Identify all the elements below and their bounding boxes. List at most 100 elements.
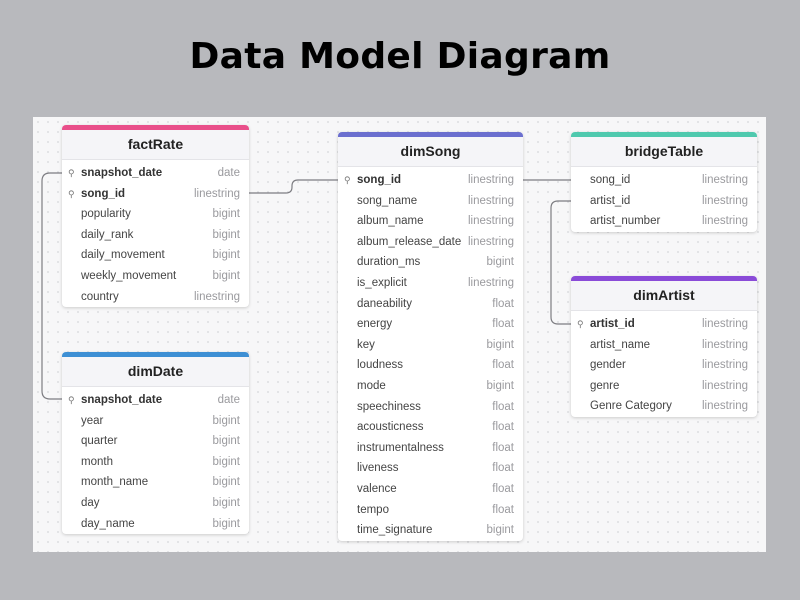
column-row[interactable]: ⚲ snapshot_date date xyxy=(62,163,249,184)
column-row[interactable]: popularity bigint xyxy=(62,204,249,225)
column-name: energy xyxy=(357,318,393,331)
column-row[interactable]: duration_ms bigint xyxy=(338,252,523,273)
table-accent-bar xyxy=(62,352,249,357)
column-type: bigint xyxy=(212,249,241,262)
column-name: acousticness xyxy=(357,421,424,434)
column-name: album_release_date xyxy=(357,235,462,248)
column-name: song_id xyxy=(590,174,631,186)
column-type: bigint xyxy=(212,496,241,509)
column-name: duration_ms xyxy=(357,256,421,269)
column-type: linestring xyxy=(467,215,514,228)
column-name: daily_movement xyxy=(81,249,165,262)
table-header[interactable]: dimDate xyxy=(62,357,249,387)
column-row[interactable]: album_release_date linestring xyxy=(338,232,523,253)
column-type: linestring xyxy=(467,235,514,248)
column-type: linestring xyxy=(701,379,748,392)
column-name: popularity xyxy=(81,208,131,221)
column-type: date xyxy=(217,167,240,179)
column-type: bigint xyxy=(486,524,515,537)
column-row[interactable]: daily_movement bigint xyxy=(62,245,249,266)
column-name: country xyxy=(81,290,119,303)
table-accent-bar xyxy=(62,125,249,130)
column-type: bigint xyxy=(212,435,241,448)
column-type: float xyxy=(492,503,514,516)
column-type: bigint xyxy=(486,256,515,269)
table-accent-bar xyxy=(571,132,757,137)
column-name: day xyxy=(81,496,100,509)
column-type: linestring xyxy=(701,318,748,330)
table-accent-bar xyxy=(571,276,757,281)
column-row[interactable]: acousticness float xyxy=(338,417,523,438)
column-type: float xyxy=(492,482,514,495)
table-header[interactable]: factRate xyxy=(62,130,249,160)
table-header[interactable]: bridgeTable xyxy=(571,137,757,167)
column-name: snapshot_date xyxy=(81,167,163,179)
column-type: float xyxy=(492,359,514,372)
column-type: float xyxy=(492,421,514,434)
column-name: daily_rank xyxy=(81,228,134,241)
table-header[interactable]: dimArtist xyxy=(571,281,757,311)
column-type: float xyxy=(492,318,514,331)
column-name: snapshot_date xyxy=(81,394,163,406)
key-icon: ⚲ xyxy=(68,168,75,178)
column-name: instrumentalness xyxy=(357,441,444,454)
column-type: bigint xyxy=(212,517,241,530)
column-row[interactable]: daily_rank bigint xyxy=(62,225,249,246)
column-name: genre xyxy=(590,379,620,392)
column-name: month_name xyxy=(81,476,149,489)
column-row[interactable]: genre linestring xyxy=(571,376,757,397)
column-name: year xyxy=(81,414,104,427)
column-type: bigint xyxy=(212,208,241,221)
column-row[interactable]: song_id linestring xyxy=(571,170,757,191)
column-name: artist_id xyxy=(590,194,631,207)
column-name: Genre Category xyxy=(590,400,672,413)
column-type: float xyxy=(492,400,514,413)
column-type: linestring xyxy=(701,359,748,372)
column-type: bigint xyxy=(486,379,515,392)
column-type: linestring xyxy=(701,174,748,186)
column-type: linestring xyxy=(467,174,514,186)
column-type: bigint xyxy=(486,338,515,351)
column-row[interactable]: mode bigint xyxy=(338,376,523,397)
column-name: mode xyxy=(357,379,386,392)
column-type: date xyxy=(217,394,240,406)
column-row[interactable]: energy float xyxy=(338,314,523,335)
column-type: bigint xyxy=(212,228,241,241)
column-row[interactable]: day bigint xyxy=(62,493,249,514)
table-header[interactable]: dimSong xyxy=(338,137,523,167)
column-name: daneability xyxy=(357,297,412,310)
